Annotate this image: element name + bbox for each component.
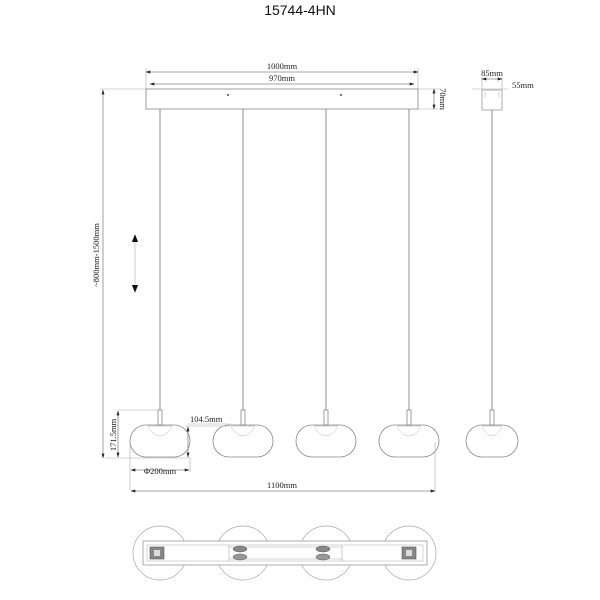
- dim-55-label: 55mm: [512, 80, 534, 90]
- pendant-shade-2: [212, 409, 274, 458]
- top-view: [132, 525, 437, 581]
- mid-fitting-1: [232, 545, 248, 553]
- canopy-bar: [145, 88, 419, 110]
- dim-1100-label: 1100mm: [267, 480, 297, 490]
- dim-85-label: 85mm: [481, 68, 503, 78]
- dim-70-label: 70mm: [438, 88, 448, 110]
- side-view: 85mm 55mm: [465, 68, 534, 458]
- front-view: 1000mm 970mm 70mm ~800mm-1500mm: [91, 61, 448, 493]
- dim-200-label: Φ200mm: [144, 466, 177, 476]
- dim-171-label: 171.5mm: [108, 418, 118, 451]
- side-pendant-shade: [465, 409, 519, 458]
- dim-970-label: 970mm: [269, 73, 295, 83]
- top-canopy-inner: [146, 544, 424, 562]
- top-canopy-outer: [142, 540, 428, 566]
- product-code-title: 15744-4HN: [264, 2, 336, 18]
- pendant-shade-4: [378, 409, 440, 458]
- mid-fitting-2: [315, 545, 331, 553]
- dim-suspension-label: ~800mm-1500mm: [91, 223, 101, 287]
- dim-104-label: 104.5mm: [190, 414, 223, 424]
- dim-1000-label: 1000mm: [267, 61, 298, 71]
- pendant-shade-3: [295, 409, 357, 458]
- pendant-shade-1: [129, 409, 191, 458]
